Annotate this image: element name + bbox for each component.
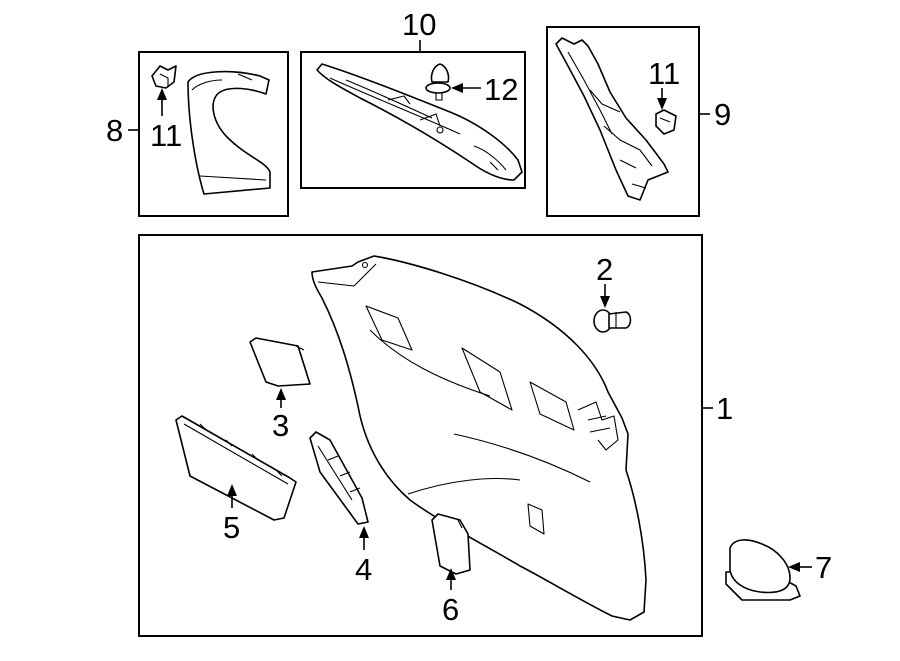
callout-5: 5	[223, 510, 240, 545]
callout-1: 1	[716, 391, 733, 426]
callout-4: 4	[355, 552, 372, 587]
arrowhead-6	[446, 568, 456, 580]
callout-10: 10	[402, 7, 436, 42]
part-3-cover	[249, 337, 311, 387]
part-6-cover	[431, 513, 471, 575]
part-5-cover	[175, 415, 297, 521]
arrowhead-2	[600, 296, 610, 308]
part-4-cover	[309, 431, 369, 525]
part-10-upper-trim	[316, 63, 523, 181]
frame-part-1	[138, 234, 703, 637]
callout-12: 12	[484, 72, 518, 107]
arrowhead-7	[788, 562, 800, 572]
part-7-pull-handle	[725, 539, 801, 601]
callout-3: 3	[272, 408, 289, 443]
arrowhead-12	[451, 83, 463, 93]
part-11-clip-right	[655, 109, 677, 135]
callout-11-right: 11	[648, 56, 680, 91]
part-12-push-pin	[425, 63, 451, 101]
frame-part-10	[300, 51, 526, 189]
frame-part-9	[546, 26, 700, 217]
arrowhead-3	[276, 388, 286, 400]
callout-6: 6	[442, 592, 459, 627]
frame-part-8	[138, 51, 289, 217]
arrowhead-4	[359, 526, 369, 538]
arrowhead-11-right	[657, 98, 667, 110]
part-1-liftgate-panel	[311, 255, 647, 621]
arrowhead-11-left	[157, 88, 167, 100]
callout-7: 7	[815, 550, 832, 585]
callout-11-left: 11	[150, 118, 182, 153]
callout-9: 9	[714, 97, 731, 132]
callout-2: 2	[596, 252, 613, 287]
callout-8: 8	[106, 113, 123, 148]
part-8-side-trim	[187, 70, 271, 195]
part-9-pillar-trim	[555, 37, 669, 201]
part-11-clip-left	[151, 65, 177, 89]
arrowhead-5	[227, 484, 237, 496]
part-2-push-pin	[593, 309, 632, 333]
